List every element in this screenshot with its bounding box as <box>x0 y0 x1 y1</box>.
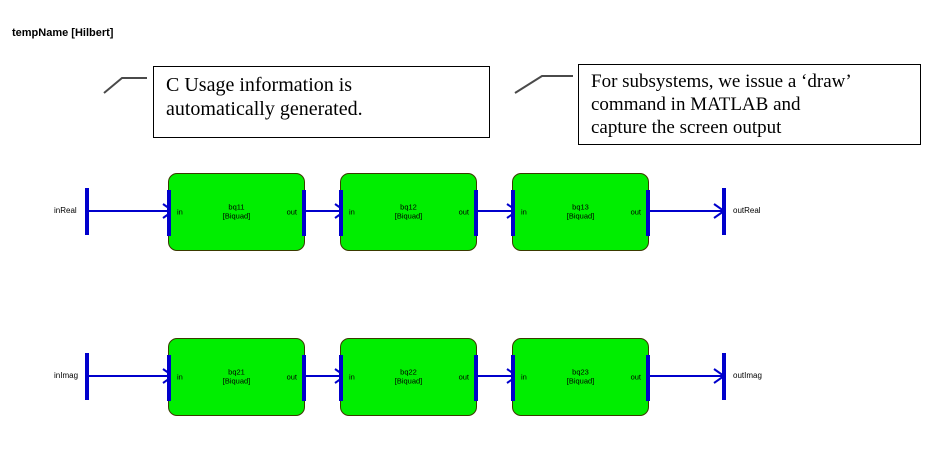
block-type: [Biquad] <box>394 377 423 386</box>
block-bq21[interactable]: in out bq21 [Biquad] <box>167 338 306 416</box>
block-in-port[interactable] <box>511 355 515 401</box>
annotation-line: For subsystems, we issue a ‘draw’ <box>591 71 852 92</box>
block-out-port-label: out <box>630 207 641 217</box>
block-out-port-label: out <box>286 372 297 382</box>
block-name: bq13 <box>572 202 589 212</box>
annotation-line: capture the screen output <box>591 116 782 138</box>
output-port-label-outimag: outImag <box>733 371 762 380</box>
block-in-port[interactable] <box>511 190 515 236</box>
block-type: [Biquad] <box>394 212 423 221</box>
block-label: bq13 [Biquad] <box>513 203 648 222</box>
block-label: bq22 [Biquad] <box>341 368 476 387</box>
block-name: bq23 <box>572 367 589 377</box>
block-out-port-label: out <box>630 372 641 382</box>
annotation-line: C Usage information is <box>166 74 353 96</box>
block-type: [Biquad] <box>222 212 251 221</box>
block-bq22[interactable]: in out bq22 [Biquad] <box>339 338 478 416</box>
block-out-port[interactable] <box>646 190 650 236</box>
block-name: bq12 <box>400 202 417 212</box>
block-out-port[interactable] <box>302 355 306 401</box>
input-port-inimag[interactable] <box>85 353 89 400</box>
block-bq23[interactable]: in out bq23 [Biquad] <box>511 338 650 416</box>
input-port-label-inreal: inReal <box>54 206 77 215</box>
input-port-inreal[interactable] <box>85 188 89 235</box>
block-out-port[interactable] <box>302 190 306 236</box>
block-in-port-label: in <box>177 207 183 217</box>
block-out-port-label: out <box>286 207 297 217</box>
output-port-outimag[interactable] <box>722 353 726 400</box>
block-in-port-label: in <box>349 372 355 382</box>
block-bq13[interactable]: in out bq13 [Biquad] <box>511 173 650 251</box>
block-label: bq21 [Biquad] <box>169 368 304 387</box>
block-out-port-label: out <box>458 372 469 382</box>
block-name: bq11 <box>228 202 245 212</box>
leader-line-c-usage <box>103 77 147 94</box>
block-bq11[interactable]: in out bq11 [Biquad] <box>167 173 306 251</box>
annotation-c-usage: C Usage information is automatically gen… <box>153 66 490 138</box>
block-type: [Biquad] <box>222 377 251 386</box>
leader-line-subsystems <box>514 75 573 94</box>
block-out-port[interactable] <box>474 355 478 401</box>
block-label: bq23 [Biquad] <box>513 368 648 387</box>
block-in-port-label: in <box>349 207 355 217</box>
block-name: bq22 <box>400 367 417 377</box>
block-out-port-label: out <box>458 207 469 217</box>
block-in-port-label: in <box>177 372 183 382</box>
block-type: [Biquad] <box>566 212 595 221</box>
block-out-port[interactable] <box>474 190 478 236</box>
output-port-outreal[interactable] <box>722 188 726 235</box>
output-port-label-outreal: outReal <box>733 206 761 215</box>
block-in-port[interactable] <box>167 190 171 236</box>
page-title: tempName [Hilbert] <box>12 27 114 39</box>
annotation-line: command in MATLAB and <box>591 93 801 115</box>
block-name: bq21 <box>228 367 245 377</box>
block-in-port-label: in <box>521 372 527 382</box>
block-label: bq11 [Biquad] <box>169 203 304 222</box>
block-in-port[interactable] <box>339 190 343 236</box>
input-port-label-inimag: inImag <box>54 371 79 380</box>
block-type: [Biquad] <box>566 377 595 386</box>
block-out-port[interactable] <box>646 355 650 401</box>
annotation-line: automatically generated. <box>166 98 363 120</box>
block-label: bq12 [Biquad] <box>341 203 476 222</box>
block-in-port[interactable] <box>339 355 343 401</box>
annotation-subsystems: For subsystems, we issue a ‘draw’ comman… <box>578 64 921 145</box>
block-bq12[interactable]: in out bq12 [Biquad] <box>339 173 478 251</box>
block-in-port[interactable] <box>167 355 171 401</box>
block-in-port-label: in <box>521 207 527 217</box>
